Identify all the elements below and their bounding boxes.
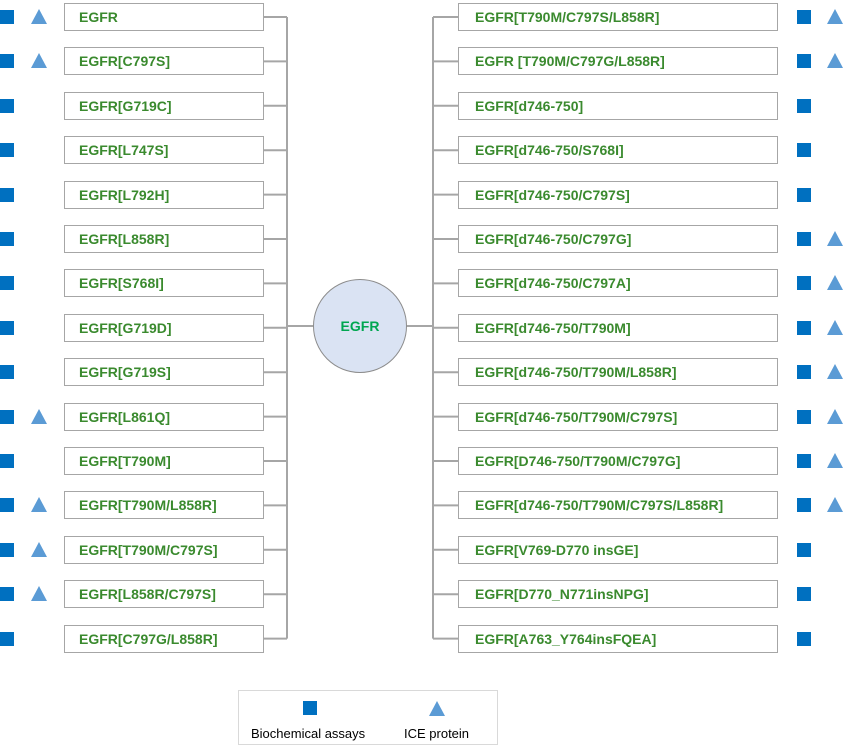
legend-biochemical-label: Biochemical assays <box>251 726 366 741</box>
biochemical-square-icon <box>797 498 811 513</box>
ice-triangle-icon <box>827 453 843 468</box>
biochemical-square-icon <box>0 542 14 557</box>
biochemical-square-icon <box>0 98 14 113</box>
biochemical-square-icon <box>797 143 811 158</box>
right-mutation-box: EGFR[d746-750/S768I] <box>458 136 778 165</box>
biochemical-square-icon <box>797 232 811 246</box>
right-mutation-box: EGFR[d746-750/C797G] <box>458 225 778 253</box>
ice-triangle-icon <box>827 319 843 335</box>
left-mutation-box: EGFR[S768I] <box>64 269 264 298</box>
biochemical-square-icon <box>0 10 14 24</box>
ice-triangle-icon <box>31 53 47 69</box>
biochemical-square-icon <box>797 276 811 291</box>
right-mutation-box: EGFR[d746-750/T790M/C797S] <box>458 402 778 431</box>
left-mutation-box: EGFR[L861Q] <box>64 402 264 431</box>
ice-triangle-icon <box>827 53 843 69</box>
ice-triangle-icon <box>31 586 47 602</box>
ice-triangle-icon <box>31 408 47 424</box>
right-mutation-box: EGFR [T790M/C797G/L858R] <box>458 47 778 76</box>
biochemical-square-icon <box>0 276 14 291</box>
left-mutation-box: EGFR[G719D] <box>64 313 264 342</box>
left-mutation-box: EGFR[T790M/L858R] <box>64 491 264 520</box>
right-mutation-box: EGFR[d746-750] <box>458 91 778 120</box>
biochemical-square-icon <box>0 365 14 380</box>
biochemical-square-icon <box>0 232 14 246</box>
center-node-egfr: EGFR <box>313 279 407 373</box>
left-mutation-box: EGFR[T790M] <box>64 447 264 475</box>
right-mutation-box: EGFR[d746-750/C797A] <box>458 269 778 298</box>
right-mutation-box: EGFR[D770_N771insNPG] <box>458 580 778 609</box>
right-mutation-box: EGFR[D746-750/T790M/C797G] <box>458 447 778 475</box>
biochemical-square-icon <box>797 365 811 380</box>
legend: Biochemical assays ICE protein <box>238 690 498 745</box>
right-mutation-box: EGFR[A763_Y764insFQEA] <box>458 624 778 653</box>
biochemical-square-icon <box>0 409 14 424</box>
left-mutation-box: EGFR[L858R/C797S] <box>64 580 264 609</box>
biochemical-square-icon <box>0 498 14 513</box>
ice-triangle-icon <box>827 364 843 380</box>
left-mutation-box: EGFR[G719S] <box>64 358 264 387</box>
biochemical-square-icon <box>797 54 811 69</box>
biochemical-square-icon <box>0 631 14 646</box>
left-mutation-box: EGFR[L858R] <box>64 225 264 253</box>
left-mutation-box: EGFR <box>64 3 264 31</box>
ice-triangle-icon <box>827 9 843 24</box>
ice-triangle-icon <box>827 231 843 246</box>
biochemical-square-icon <box>0 143 14 158</box>
biochemical-square-icon <box>797 631 811 646</box>
biochemical-square-icon <box>797 187 811 202</box>
right-mutation-box: EGFR[T790M/C797S/L858R] <box>458 3 778 31</box>
biochemical-square-icon <box>797 409 811 424</box>
ice-triangle-icon <box>827 408 843 424</box>
biochemical-square-icon <box>0 54 14 69</box>
biochemical-square-icon <box>797 320 811 335</box>
ice-triangle-icon <box>31 9 47 24</box>
ice-triangle-icon <box>827 275 843 291</box>
left-mutation-box: EGFR[C797G/L858R] <box>64 624 264 653</box>
left-mutation-box: EGFR[C797S] <box>64 47 264 76</box>
biochemical-square-icon <box>0 454 14 468</box>
biochemical-square-icon <box>0 320 14 335</box>
center-node-label: EGFR <box>340 318 380 334</box>
left-mutation-box: EGFR[L747S] <box>64 136 264 165</box>
biochemical-square-icon <box>0 187 14 202</box>
left-mutation-box: EGFR[L792H] <box>64 180 264 209</box>
legend-square-marker-icon <box>303 701 317 715</box>
biochemical-square-icon <box>797 587 811 602</box>
left-mutation-box: EGFR[T790M/C797S] <box>64 535 264 564</box>
ice-triangle-icon <box>31 541 47 557</box>
ice-triangle-icon <box>31 497 47 513</box>
right-mutation-box: EGFR[d746-750/T790M/L858R] <box>458 358 778 387</box>
ice-triangle-icon <box>827 497 843 513</box>
biochemical-square-icon <box>797 10 811 24</box>
right-mutation-box: EGFR[V769-D770 insGE] <box>458 535 778 564</box>
left-mutation-box: EGFR[G719C] <box>64 91 264 120</box>
legend-ice-label: ICE protein <box>404 726 470 741</box>
right-mutation-box: EGFR[d746-750/T790M/C797S/L858R] <box>458 491 778 520</box>
biochemical-square-icon <box>797 454 811 468</box>
right-mutation-box: EGFR[d746-750/T790M] <box>458 313 778 342</box>
biochemical-square-icon <box>797 542 811 557</box>
biochemical-square-icon <box>797 98 811 113</box>
right-mutation-box: EGFR[d746-750/C797S] <box>458 180 778 209</box>
legend-triangle-marker-icon <box>429 701 445 716</box>
biochemical-square-icon <box>0 587 14 602</box>
